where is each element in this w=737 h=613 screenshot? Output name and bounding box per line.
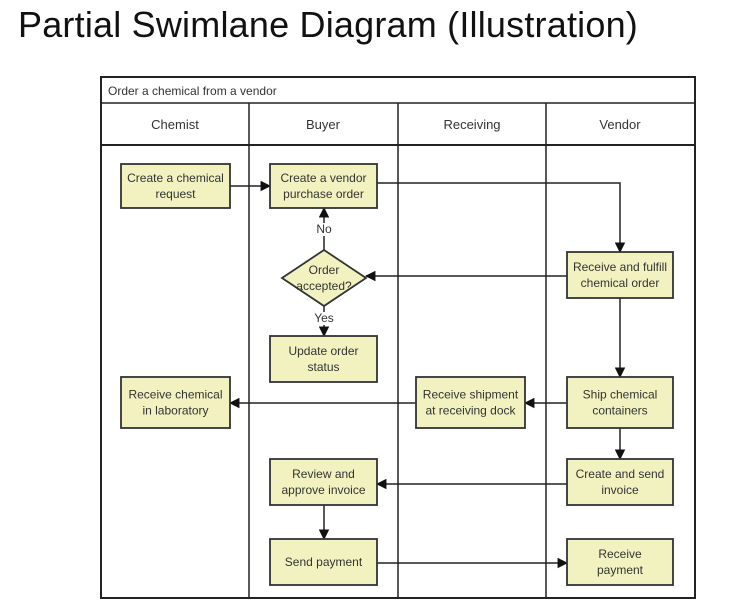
decision-node-n4[interactable]: Order accepted? [280,248,368,308]
node-label-line: request [155,187,196,201]
process-box [269,163,378,209]
process-box [269,538,378,586]
process-node-n12[interactable]: Receive payment [566,538,674,586]
node-label-line: invoice [601,483,639,497]
lane-header-buyer: Buyer [306,117,341,132]
node-label-line: at receiving dock [425,404,516,418]
process-box [566,458,674,506]
node-label-line: Create and send [576,467,665,481]
node-label-line: purchase order [283,187,364,201]
edge-label-background [313,312,335,325]
node-label-line: status [307,360,339,374]
process-box [566,251,674,299]
node-label-line: containers [592,404,647,418]
process-node-n10[interactable]: Create and send invoice [566,458,674,506]
decision-diamond [280,248,368,308]
lane-header-receiving: Receiving [443,117,500,132]
process-node-n1[interactable]: Create a chemical request [120,163,231,209]
node-label-line: Order [309,263,340,277]
process-box [269,458,378,506]
node-label-line: approve invoice [281,483,365,497]
process-node-n9[interactable]: Review and approve invoice [269,458,378,506]
edges-layer [228,180,626,569]
process-node-n11[interactable]: Send payment [269,538,378,586]
node-label-line: chemical order [581,276,660,290]
process-box [566,376,674,429]
node-label-line: Review and [292,467,355,481]
process-box [120,163,231,209]
process-node-n6[interactable]: Receive chemical in laboratory [120,376,231,429]
process-node-n2[interactable]: Create a vendor purchase order [269,163,378,209]
process-box [415,376,526,429]
node-label-line: in laboratory [142,404,208,418]
node-label-line: Receive and fulfill [573,260,667,274]
lane-header-chemist: Chemist [151,117,199,132]
node-label-line: Receive [598,547,642,561]
node-label-line: payment [597,563,644,577]
node-label-line: Update order [288,344,358,358]
process-node-n5[interactable]: Update order status [269,335,378,383]
node-label-line: Create a vendor [280,171,366,185]
node-label-line: Create a chemical [127,171,224,185]
edge-label-yes: Yes [314,311,334,325]
process-node-n7[interactable]: Receive shipment at receiving dock [415,376,526,429]
node-label-line: accepted? [296,279,352,293]
connector-n2-to-n3 [377,182,626,254]
node-label-line: Send payment [285,555,363,569]
node-label-line: Ship chemical [583,388,658,402]
node-label-line: Receive chemical [128,388,222,402]
pool-frame [100,76,696,599]
nodes-layer: Create a chemical request Create a vendor p… [120,163,674,586]
page-title: Partial Swimlane Diagram (Illustration) [18,4,638,45]
process-box [120,376,231,429]
edge-label-no: No [316,222,332,236]
process-node-n8[interactable]: Ship chemical containers [566,376,674,429]
node-label-line: Receive shipment [423,388,519,402]
process-box [566,538,674,586]
process-box [269,335,378,383]
process-title: Order a chemical from a vendor [108,84,277,98]
process-node-n3[interactable]: Receive and fulfill chemical order [566,251,674,299]
lane-header-vendor: Vendor [599,117,641,132]
edge-label-background [313,223,335,236]
